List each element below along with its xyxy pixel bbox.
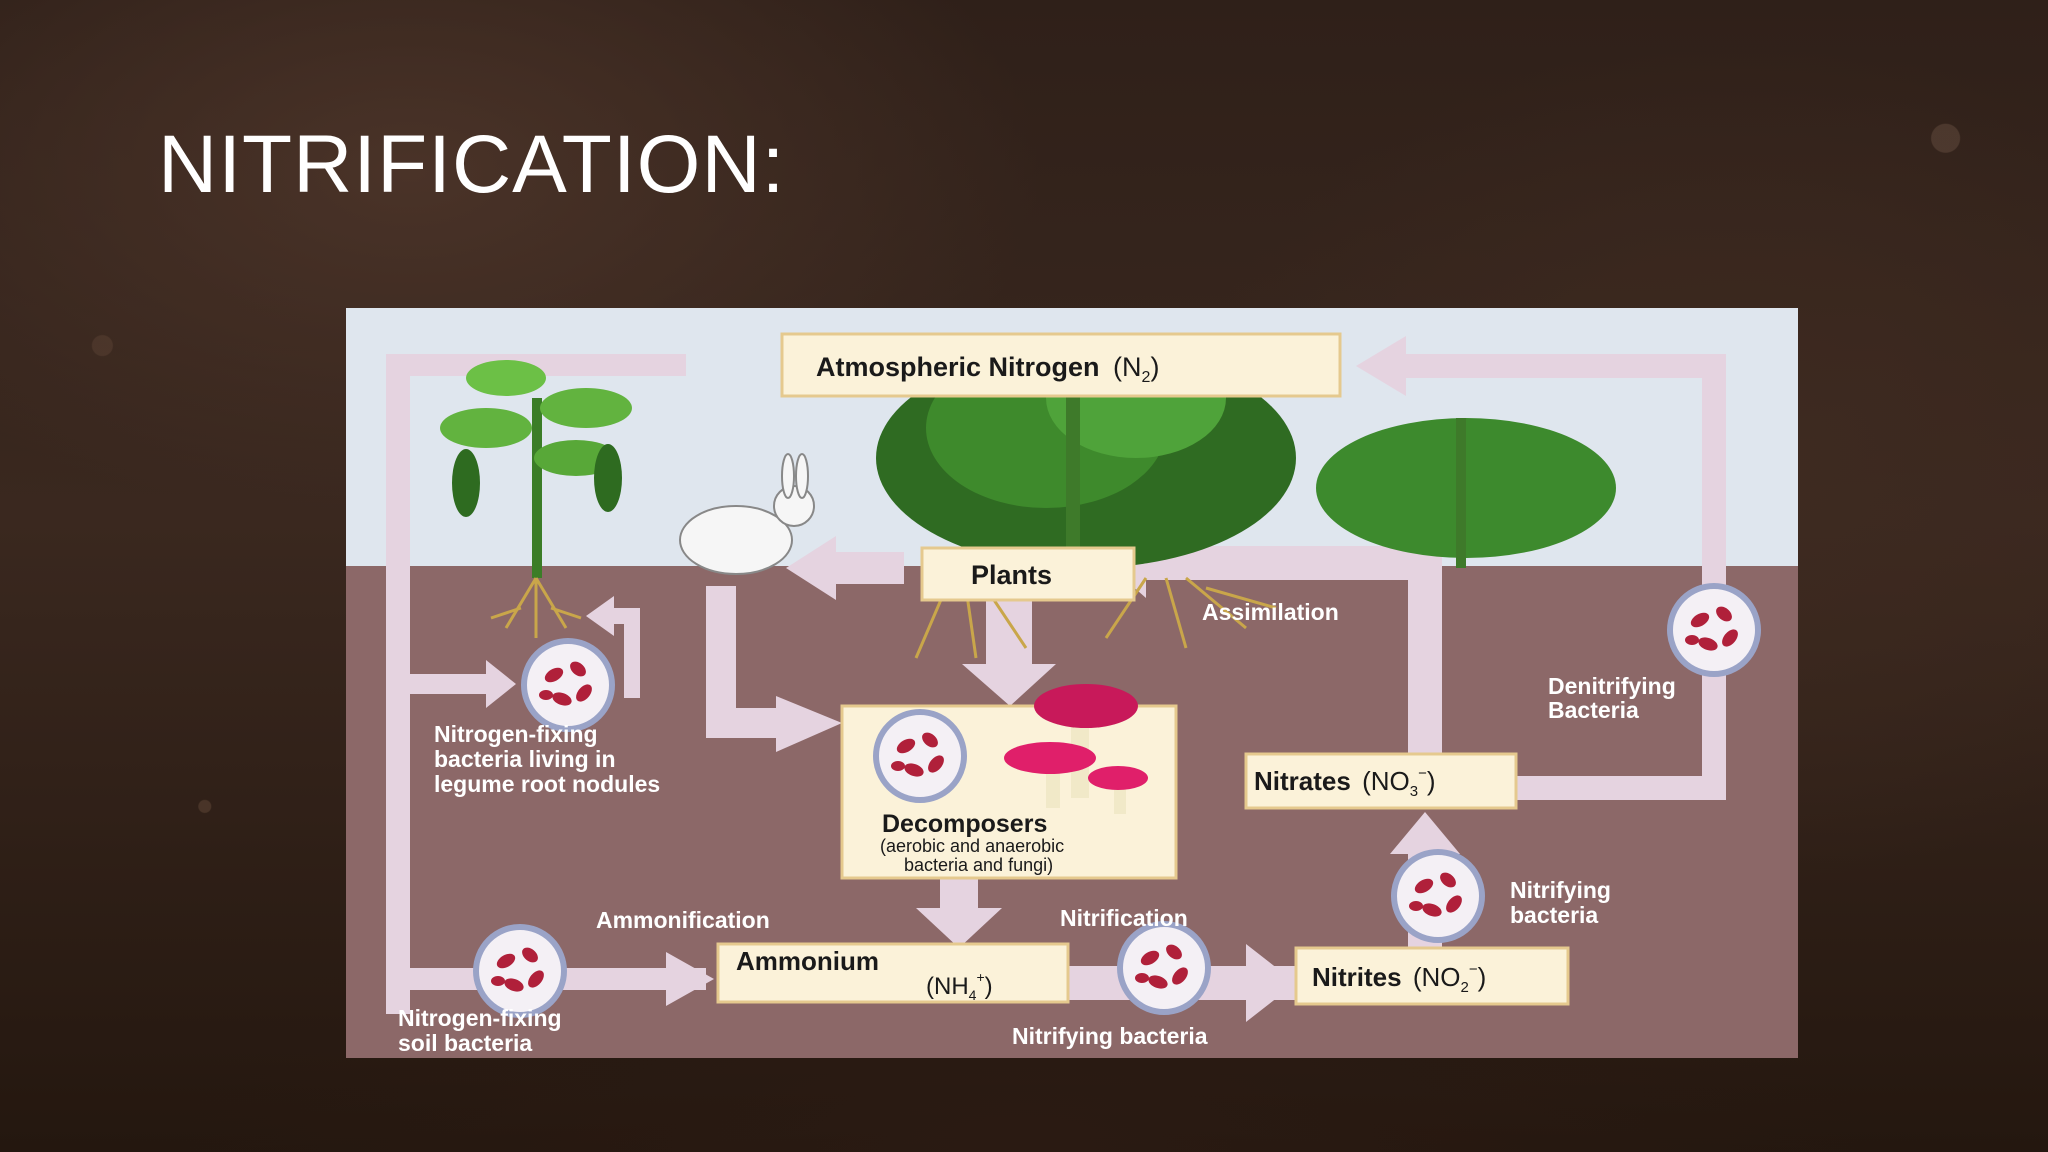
nitrites-label: Nitrites [1312, 962, 1402, 992]
ammonium-label: Ammonium [736, 946, 879, 976]
nitrifying-top-label-1: Nitrifying [1510, 877, 1611, 903]
assimilation-label: Assimilation [1202, 599, 1339, 625]
slide-title: NITRIFICATION: [158, 119, 786, 210]
plants-label: Plants [971, 560, 1052, 590]
nitrates-label: Nitrates [1254, 766, 1351, 796]
soil-bacteria-label-1: Nitrogen-fixing [398, 1005, 562, 1031]
denitrifying-bacteria-icon [1670, 586, 1758, 674]
decomposer-bacteria-icon [876, 712, 964, 800]
svg-text:(NH4+): (NH4+) [926, 969, 993, 1003]
legume-plant-illustration [440, 360, 632, 578]
legume-bacteria-label-2: bacteria living in [434, 746, 616, 772]
legume-bacteria-label-1: Nitrogen-fixing [434, 721, 598, 747]
soil-bacteria-icon [476, 927, 564, 1015]
denitrifying-label-2: Bacteria [1548, 697, 1639, 723]
nitrifying-bacteria-bottom-icon [1120, 924, 1208, 1012]
svg-text:Atmospheric Nitrogen (N2): Atmospheric Nitrogen (N2) [816, 352, 1159, 386]
nitrates-box [1244, 752, 1518, 810]
decomposers-subtitle-2: bacteria and fungi) [904, 855, 1053, 875]
legume-bacteria-icon [524, 641, 612, 729]
nitrifying-bacteria-top-icon [1394, 852, 1482, 940]
atmospheric-nitrogen-box [780, 332, 1342, 398]
decomposers-label: Decomposers [882, 810, 1047, 838]
nitrites-box [1294, 946, 1570, 1006]
nitrification-label: Nitrification [1060, 905, 1188, 931]
soil-bacteria-label-2: soil bacteria [398, 1030, 532, 1056]
nitrogen-cycle-diagram: Atmospheric Nitrogen (N2) Plants Nitrate… [346, 308, 1798, 1058]
nitrifying-bottom-label: Nitrifying bacteria [1012, 1023, 1208, 1049]
decomposers-subtitle-1: (aerobic and anaerobic [880, 836, 1064, 856]
ammonification-label: Ammonification [596, 907, 770, 933]
rabbit-illustration [679, 453, 815, 575]
atmospheric-nitrogen-label: Atmospheric Nitrogen [816, 352, 1100, 382]
ammonium-box [716, 942, 1070, 1004]
legume-bacteria-label-3: legume root nodules [434, 771, 660, 797]
plants-box [920, 546, 1136, 602]
denitrifying-label-1: Denitrifying [1548, 673, 1676, 699]
nitrifying-top-label-2: bacteria [1510, 902, 1598, 928]
svg-text:Nitrites (NO2−): Nitrites (NO2−) [1312, 961, 1486, 996]
svg-text:Nitrates (NO3−): Nitrates (NO3−) [1254, 765, 1436, 800]
